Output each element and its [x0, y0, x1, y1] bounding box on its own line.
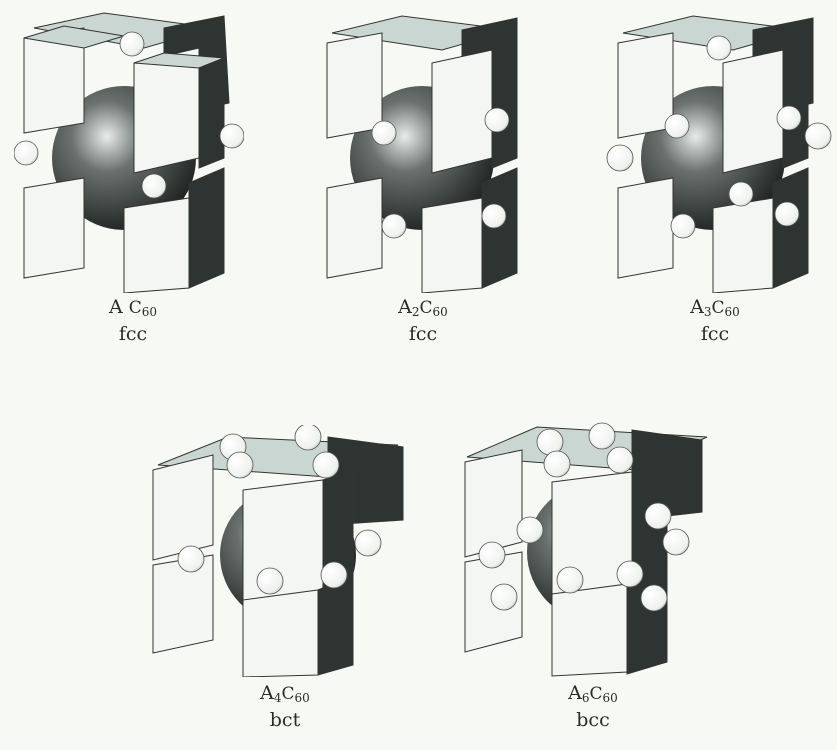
structure-a2c60: fcc [408, 323, 438, 345]
crystal-cell-a6c60 [462, 412, 712, 677]
crystal-cell-a2c60 [322, 8, 522, 293]
structure-a3c60: fcc [700, 323, 730, 345]
structure-a6c60: bcc [576, 709, 610, 731]
crystal-cell-a3c60 [603, 8, 835, 293]
crystal-cell-a4c60 [148, 425, 410, 677]
formula-a4c60: A4C60 [260, 682, 310, 705]
cell-label-ac60: A C60 fcc [88, 296, 178, 345]
structure-ac60: fcc [118, 323, 148, 345]
cell-label-a3c60: A3C60 fcc [670, 296, 760, 345]
cell-label-a2c60: A2C60 fcc [378, 296, 468, 345]
crystal-cell-ac60 [14, 8, 244, 293]
formula-a2c60: A2C60 [398, 296, 448, 319]
formula-a3c60: A3C60 [690, 296, 740, 319]
cell-label-a4c60: A4C60 bct [240, 682, 330, 731]
formula-a6c60: A6C60 [568, 682, 618, 705]
formula-ac60: A C60 [108, 296, 158, 319]
structure-a4c60: bct [269, 709, 301, 731]
cell-label-a6c60: A6C60 bcc [548, 682, 638, 731]
